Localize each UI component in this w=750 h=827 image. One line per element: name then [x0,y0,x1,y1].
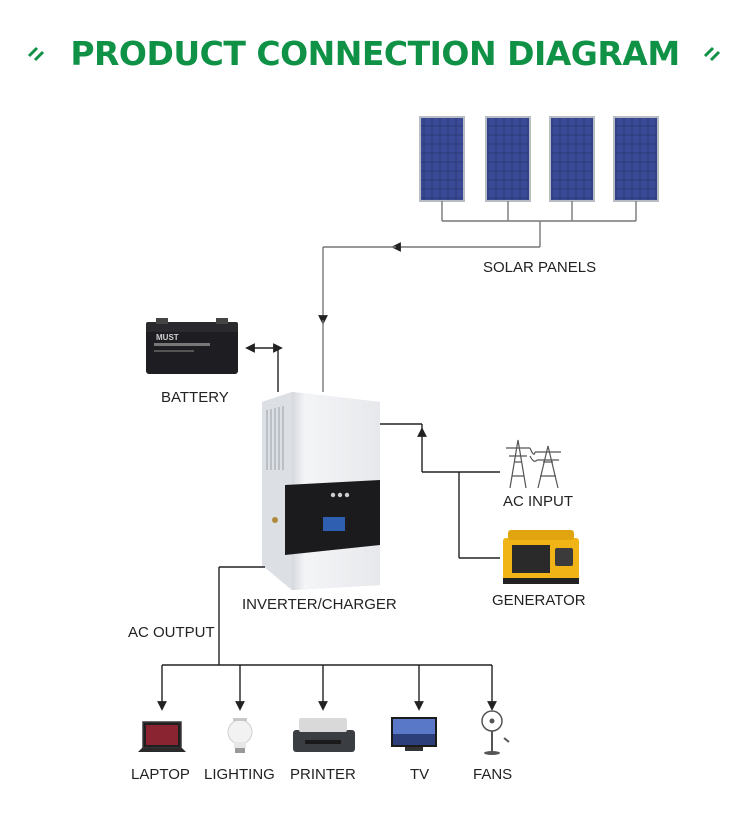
power-tower-icon [506,439,561,489]
fan-icon [481,710,510,755]
tv-icon [391,717,437,751]
battery-wiring [245,343,283,392]
ac-input-wiring [380,423,500,559]
solar-wiring [318,201,637,392]
label-ac-input: AC INPUT [503,493,574,510]
battery-brand: MUST [156,333,179,342]
label-ac-output: AC OUTPUT [128,624,215,641]
slash-decoration-icon [28,46,45,62]
solar-panels [419,116,659,202]
label-fans: FANS [473,766,513,783]
solar-panel-icon [549,116,595,202]
label-generator: GENERATOR [492,592,586,609]
label-solar-panels: SOLAR PANELS [483,259,597,276]
page-title: PRODUCT CONNECTION DIAGRAM [70,33,680,73]
solar-panel-icon [485,116,531,202]
laptop-icon [138,721,186,752]
label-laptop: LAPTOP [131,766,190,783]
generator-icon [503,530,579,584]
label-printer: PRINTER [290,766,356,783]
solar-panel-icon [419,116,465,202]
printer-icon [293,718,355,752]
slash-decoration-icon [703,46,720,62]
title-row: PRODUCT CONNECTION DIAGRAM [0,28,750,78]
inverter-icon [262,392,380,590]
label-inverter: INVERTER/CHARGER [242,596,397,613]
battery-icon: MUST [146,318,238,374]
label-lighting: LIGHTING [204,766,275,783]
solar-panel-icon [613,116,659,202]
label-battery: BATTERY [161,389,229,406]
light-bulb-icon [227,718,253,753]
ac-output-wiring [157,566,497,711]
label-tv: TV [410,766,430,783]
